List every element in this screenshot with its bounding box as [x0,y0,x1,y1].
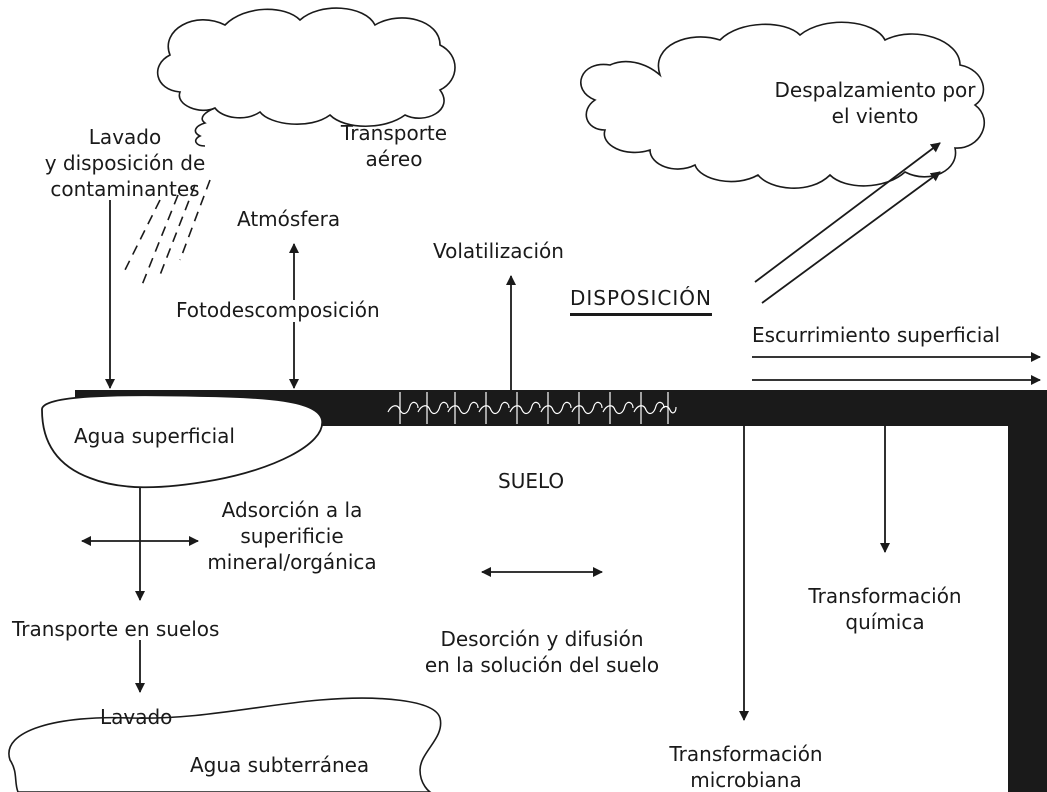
label-transformacion-microbiana-line1: Transformación [669,742,823,766]
label-desorcion-line2: en la solución del suelo [424,653,660,677]
vegetation-strip [378,392,680,424]
label-despalzamiento-line1: Despalzamiento por [774,78,976,102]
label-disposicion: DISPOSICIÓN [570,286,712,310]
label-adsorcion-line3: mineral/orgánica [207,550,377,574]
label-suelo: SUELO [498,469,565,493]
rain-lines [124,179,211,286]
label-atmosfera: Atmósfera [237,207,341,231]
cloud-left [156,7,456,128]
label-transporte-aereo-line1: Transporte [340,121,448,145]
cloud-left-tail [194,107,216,147]
label-agua-superficial: Agua superficial [74,424,235,448]
label-desorcion: Desorción y difusión en la solución del … [425,626,659,678]
label-desorcion-line1: Desorción y difusión [440,627,644,651]
label-transformacion-quimica: Transformación química [808,583,961,635]
label-transporte-aereo-line2: aéreo [365,147,423,171]
arrow-wind-2 [761,171,941,304]
label-adsorcion-line1: Adsorción a la [221,498,363,522]
label-lavado-line3: contaminantes [50,177,200,201]
label-transformacion-microbiana-line2: microbiana [690,768,802,792]
label-adsorcion: Adsorción a la superificie mineral/orgán… [207,497,376,575]
label-lavado-disposicion: Lavado y disposición de contaminantes [45,124,206,202]
label-transformacion-quimica-line1: Transformación [808,584,962,608]
label-transformacion-microbiana: Transformación microbiana [669,741,822,792]
label-despalzamiento-line2: el viento [831,104,919,128]
label-adsorcion-line2: superificie [240,524,344,548]
label-transporte-aereo: Transporte aéreo [341,120,447,172]
label-escurrimiento: Escurrimiento superficial [752,323,1001,347]
surface-water-pond [41,394,323,489]
label-volatilizacion: Volatilización [433,239,564,263]
arrow-wind-1 [754,142,941,283]
label-transformacion-quimica-line2: química [845,610,925,634]
cloud-right [580,21,986,189]
label-agua-subterranea: Agua subterránea [190,753,370,777]
ground-right-wall [1008,390,1047,792]
label-fotodescomposicion: Fotodescomposición [176,298,380,322]
label-transporte-suelos: Transporte en suelos [12,617,220,641]
label-lavado-line1: Lavado [88,125,162,149]
label-despalzamiento: Despalzamiento por el viento [775,77,976,129]
label-lavado-line2: y disposición de [44,151,206,175]
label-lavado-bottom: Lavado [100,705,173,729]
